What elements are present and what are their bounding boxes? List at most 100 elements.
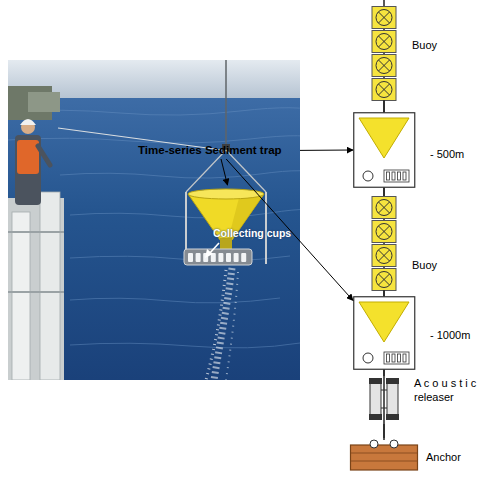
sediment-trap: - 1000m	[353, 296, 475, 370]
part-label: A c o u s t i c releaser	[414, 376, 482, 404]
collecting-cup	[226, 253, 231, 262]
trap-sensor	[363, 353, 373, 363]
trap-sensor	[363, 171, 373, 181]
buoy-cross	[379, 12, 390, 23]
anchor-plate	[351, 461, 417, 462]
buoy-cross	[379, 36, 390, 47]
crew-helmet	[20, 119, 36, 125]
buoy-float	[372, 31, 396, 53]
trap-funnel	[359, 118, 409, 158]
water-splash	[206, 270, 226, 380]
funnel-neck	[220, 238, 232, 250]
collecting-cup	[234, 253, 239, 262]
funnel-rim	[188, 189, 264, 199]
collecting-cup	[398, 354, 401, 362]
crew-head	[21, 120, 35, 134]
ship-rail	[8, 291, 64, 293]
releaser-link	[381, 408, 387, 409]
collecting-cup	[403, 354, 406, 362]
wave	[70, 256, 290, 261]
mooring-cable	[383, 100, 385, 112]
trap-funnel	[359, 302, 409, 342]
water-splash	[226, 272, 238, 380]
collecting-cup	[392, 172, 395, 180]
releaser-body	[387, 380, 398, 418]
mooring-cable	[383, 424, 385, 438]
buoy-ring	[376, 248, 392, 264]
deck-machinery	[28, 92, 60, 112]
lifting-cable	[225, 60, 227, 146]
buoy-cross	[379, 36, 390, 47]
acoustic-releaser: A c o u s t i c releaser	[362, 376, 484, 424]
releaser-cap	[386, 378, 399, 384]
buoy-cross	[379, 250, 390, 261]
buoy-cross	[379, 250, 390, 261]
buoy-ring	[376, 58, 392, 74]
mooring-cable	[383, 188, 385, 196]
anchor-plate	[351, 453, 417, 454]
photo-sea	[8, 98, 300, 380]
buoy-cross	[379, 12, 390, 23]
callout-label: Time-series Sediment trap	[138, 143, 300, 157]
buoy-cross	[379, 202, 390, 213]
buoy-float	[372, 197, 396, 219]
buoy-ring	[376, 10, 392, 26]
anchor-block	[351, 445, 418, 470]
releaser-cap	[369, 414, 382, 420]
ship-post	[12, 212, 30, 380]
wave	[8, 136, 300, 143]
water-splash	[214, 268, 232, 380]
buoy-float	[372, 79, 396, 101]
callout-label: Time-series Sediment trap	[138, 143, 300, 159]
anchor-weight: Anchor	[350, 438, 480, 472]
buoy-ring	[376, 272, 392, 288]
trap-frame	[354, 113, 415, 188]
photographed-trap: Collecting cups	[175, 185, 300, 275]
collecting-cup	[241, 253, 246, 262]
buoy-cross	[379, 84, 390, 95]
wave	[70, 298, 280, 303]
releaser-link	[381, 390, 387, 391]
buoy-cross	[379, 84, 390, 95]
ship-post	[40, 192, 60, 380]
releaser-body	[370, 380, 381, 418]
buoy-float	[372, 55, 396, 77]
buoy-ring	[376, 200, 392, 216]
collecting-cup	[218, 253, 223, 262]
crew-arm	[38, 146, 50, 165]
callout-label: Collecting cups	[213, 226, 298, 240]
collecting-cup	[403, 172, 406, 180]
collecting-cup	[387, 172, 390, 180]
part-label: Buoy	[412, 38, 448, 52]
buoy-ring	[376, 82, 392, 98]
releaser-cap	[369, 378, 382, 384]
callout-arrow-head	[205, 249, 213, 258]
bridle	[186, 150, 226, 192]
callout-arrow	[221, 159, 228, 185]
anchor-shackle	[390, 440, 398, 448]
buoy-stack-symbol	[370, 196, 450, 290]
ship-rail	[8, 231, 64, 233]
buoy-cross	[379, 226, 390, 237]
buoy-cross	[379, 274, 390, 285]
wave	[60, 171, 300, 178]
trap-cup-carousel	[384, 170, 409, 182]
buoy-float	[372, 269, 396, 291]
anchor-shackle	[370, 440, 378, 448]
sediment-trap: - 500m	[353, 112, 475, 188]
buoy-float	[372, 245, 396, 267]
bridle	[226, 150, 266, 192]
buoy-cross	[379, 226, 390, 237]
callout-arrow	[300, 150, 353, 151]
buoy-ring	[376, 224, 392, 240]
mooring-cable	[383, 370, 385, 376]
collecting-cup	[196, 253, 201, 262]
releaser-cap	[386, 414, 399, 420]
part-label: Anchor	[426, 450, 476, 464]
buoy-cross	[379, 274, 390, 285]
buoy-stack-symbol	[370, 6, 450, 100]
buoy-cross	[379, 60, 390, 71]
